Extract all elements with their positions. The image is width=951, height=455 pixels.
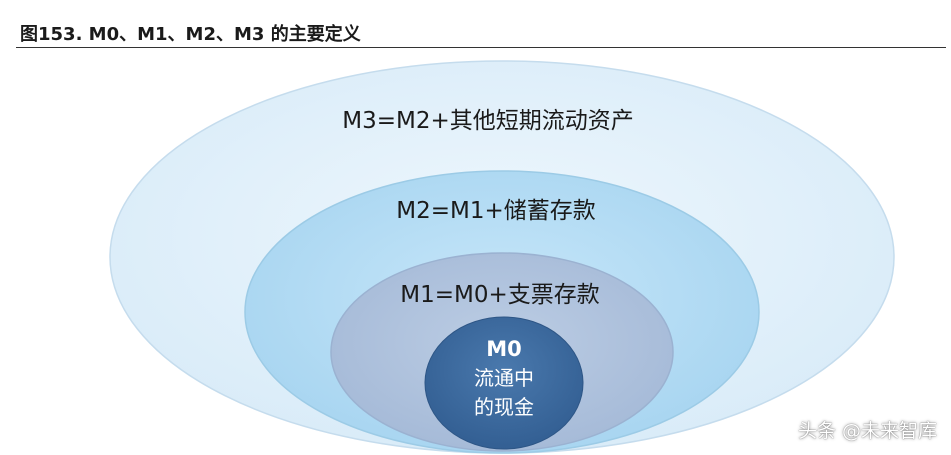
figure-header: 图153. M0、M1、M2、M3 的主要定义: [16, 14, 946, 48]
core-m0: M0 流通中 的现金: [424, 316, 584, 450]
watermark: 头条 @未来智库: [797, 420, 937, 442]
core-m0-title: M0: [486, 337, 522, 361]
core-m0-line2: 的现金: [474, 395, 534, 419]
core-m0-line1: 流通中: [474, 366, 534, 390]
figure-title: 图153. M0、M1、M2、M3 的主要定义: [20, 24, 361, 45]
layer-m2-label: M2=M1+储蓄存款: [396, 198, 596, 224]
layer-m3-label: M3=M2+其他短期流动资产: [342, 108, 634, 134]
layer-m1-label: M1=M0+支票存款: [400, 282, 600, 308]
core-m0-ellipse: [424, 316, 584, 450]
